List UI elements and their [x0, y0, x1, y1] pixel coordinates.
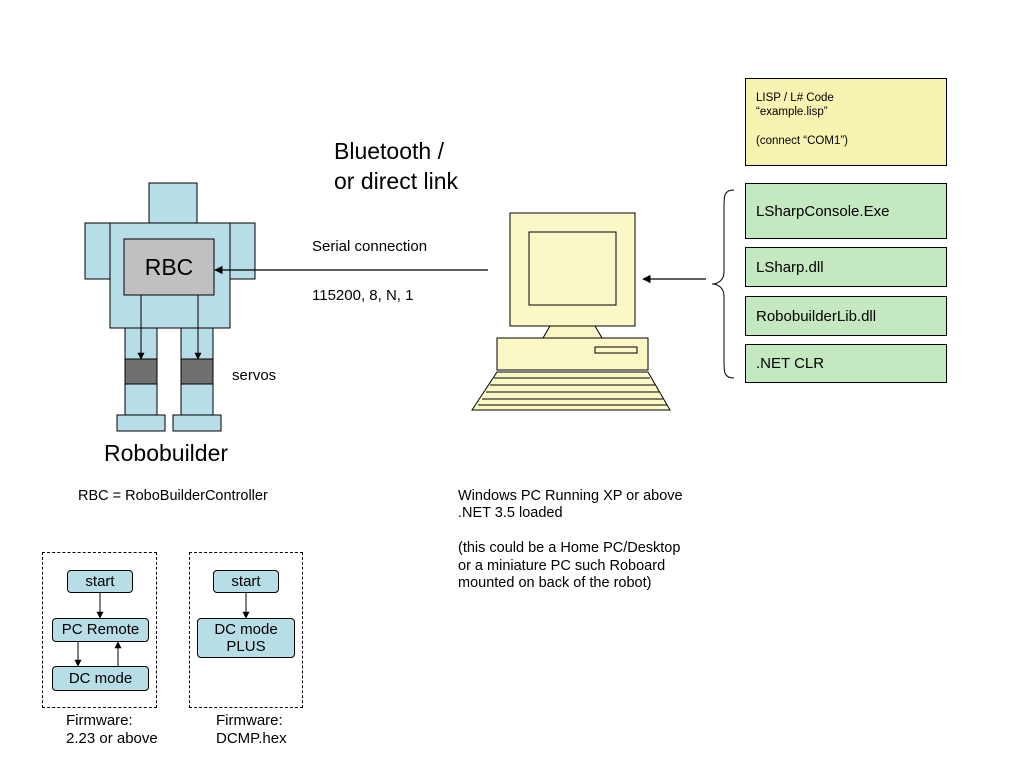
fw-a-dc-mode-box: DC mode — [52, 666, 149, 691]
rbc-label: RBC — [144, 254, 194, 280]
servos-label: servos — [232, 367, 277, 384]
disk-drive-slot — [594, 346, 638, 354]
firmware-a-caption: Firmware: 2.23 or above — [66, 712, 158, 747]
robot-left-arm — [84, 222, 111, 280]
robot-right-foot — [172, 414, 222, 432]
stack-layer-dotnet-clr: .NET CLR — [745, 344, 947, 383]
stack-brace — [711, 189, 735, 379]
robot-left-foot — [116, 414, 166, 432]
robot-left-leg-lower — [124, 383, 158, 416]
robot-right-leg-upper — [180, 327, 214, 360]
monitor-stand — [542, 325, 603, 339]
rbc-controller — [123, 238, 215, 296]
pc-description: Windows PC Running XP or above .NET 3.5 … — [458, 488, 683, 591]
firmware-b-frame — [189, 552, 303, 708]
stack-layer-console: LSharpConsole.Exe — [745, 183, 947, 239]
computer-base — [496, 337, 649, 371]
stack-layer-lsharp: LSharp.dll — [745, 247, 947, 287]
fw-b-dc-mode-plus-box: DC mode PLUS — [197, 618, 295, 658]
robot-left-servo — [124, 358, 158, 385]
serial-settings-label: 115200, 8, N, 1 — [312, 287, 414, 304]
computer-icon — [471, 212, 671, 411]
fw-a-pc-remote-box: PC Remote — [52, 618, 149, 642]
lisp-code-box: LISP / L# Code “example.lisp” (connect “… — [745, 78, 947, 166]
link-title: Bluetooth / or direct link — [334, 138, 458, 194]
robot-head — [148, 182, 198, 224]
robot-figure — [84, 182, 256, 432]
firmware-b-caption: Firmware: DCMP.hex — [216, 712, 287, 747]
fw-b-start-box: start — [213, 570, 279, 593]
robot-right-leg-lower — [180, 383, 214, 416]
rbc-definition: RBC = RoboBuilderController — [78, 488, 268, 504]
fw-a-start-box: start — [67, 570, 133, 593]
robot-right-servo — [180, 358, 214, 385]
firmware-a-frame — [42, 552, 157, 708]
serial-connection-label: Serial connection — [312, 238, 428, 255]
keyboard — [471, 371, 671, 411]
robot-name: Robobuilder — [104, 440, 229, 466]
stack-layer-robobuilderlib: RobobuilderLib.dll — [745, 296, 947, 336]
monitor-screen — [528, 231, 617, 306]
